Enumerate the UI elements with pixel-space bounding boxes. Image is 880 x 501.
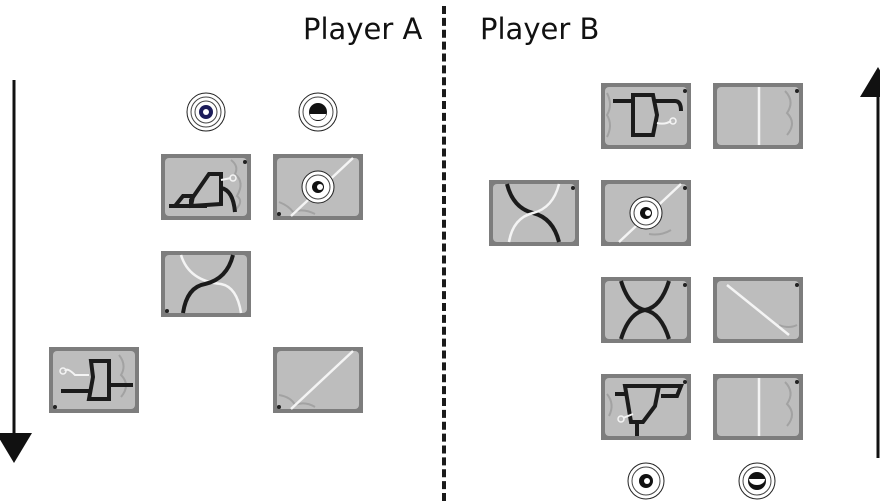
player-b-label: Player B xyxy=(480,12,600,46)
coin-token-front-b[interactable] xyxy=(627,462,665,500)
card-vertical-line-b[interactable] xyxy=(713,374,803,440)
card-crossing-curves[interactable] xyxy=(161,251,251,317)
card-gate-with-probe[interactable] xyxy=(161,154,251,220)
card-gate-right[interactable] xyxy=(601,83,691,149)
card-vertical-line[interactable] xyxy=(713,83,803,149)
player-a-label: Player A xyxy=(303,12,423,46)
coin-token-front[interactable] xyxy=(186,92,226,132)
card-diagonal-with-coin-b[interactable] xyxy=(601,180,691,246)
coin-token-back-b[interactable] xyxy=(738,462,776,500)
card-diagonal-with-coin[interactable] xyxy=(273,154,363,220)
card-crossing-curves-dark[interactable] xyxy=(601,277,691,343)
coin-token-back[interactable] xyxy=(298,92,338,132)
card-diagonal-line[interactable] xyxy=(273,347,363,413)
card-gate-down[interactable] xyxy=(601,374,691,440)
card-crossing-curves-b[interactable] xyxy=(489,180,579,246)
card-diagonal-line-b[interactable] xyxy=(713,277,803,343)
card-gate-left[interactable] xyxy=(49,347,139,413)
player-divider xyxy=(442,6,446,501)
